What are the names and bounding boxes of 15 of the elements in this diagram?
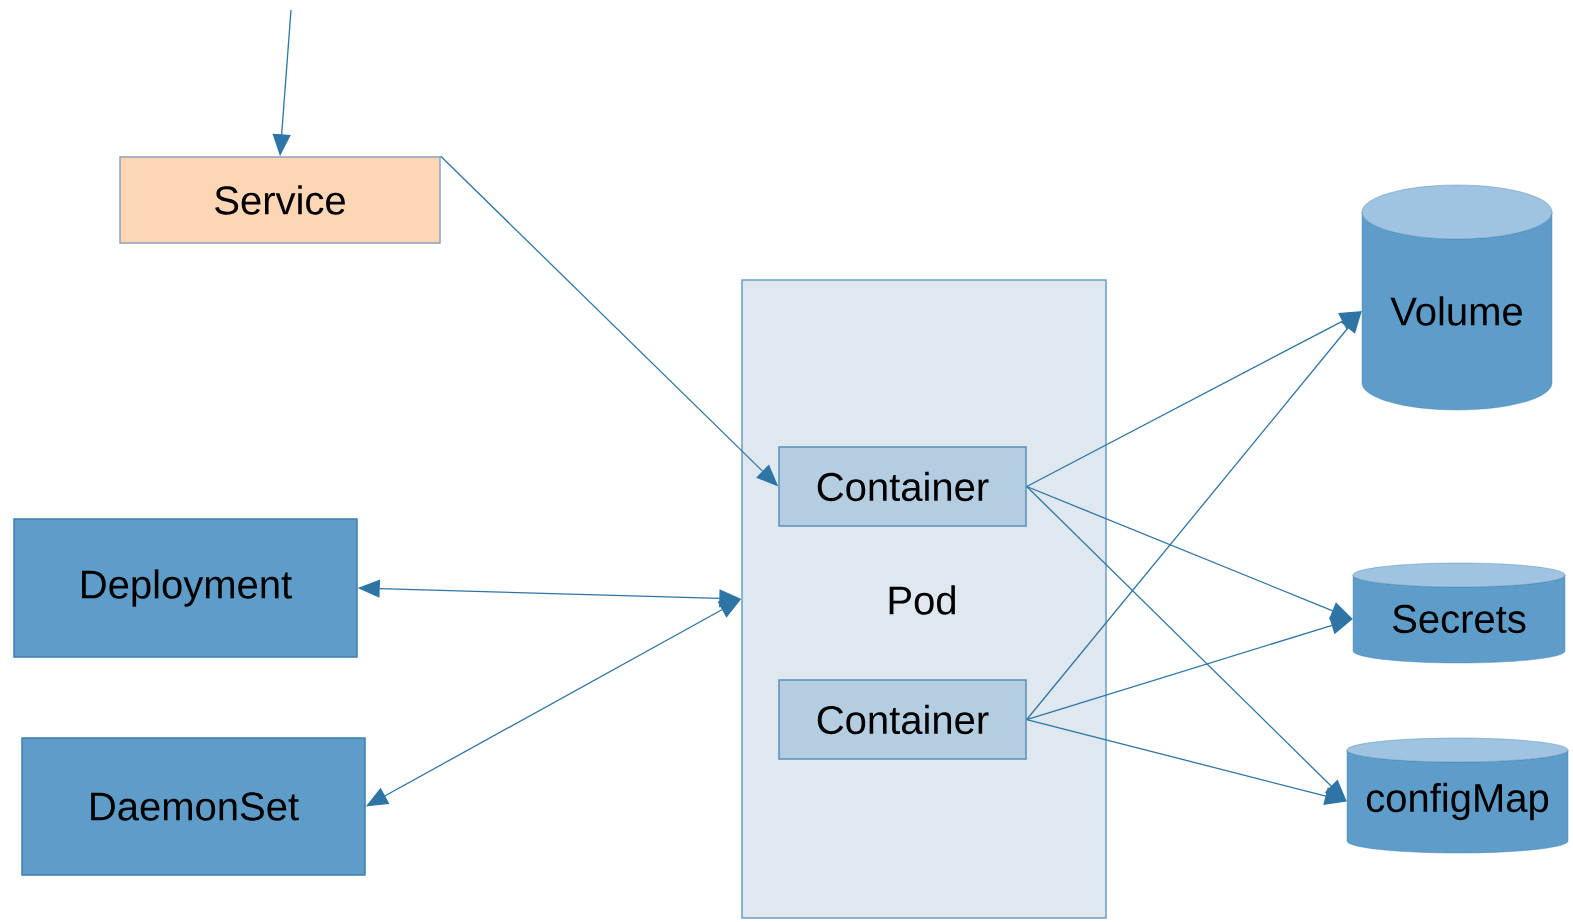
arrow (1026, 311, 1362, 721)
box-label: DaemonSet (91, 792, 299, 821)
box-label: Deployment (82, 569, 292, 607)
box-label: Container (817, 471, 989, 502)
service-box (119, 156, 441, 244)
controller-box (21, 737, 366, 876)
container-box (778, 679, 1027, 760)
controller-box (13, 518, 358, 658)
box-label: Container (817, 704, 989, 735)
storage-cylinder: Secrets (1352, 562, 1566, 664)
storage-cylinder: Volume (1361, 184, 1553, 411)
box-label: Service (215, 185, 345, 215)
storage-cylinder: configMap (1346, 737, 1569, 854)
container-box (778, 446, 1027, 527)
pod-label: Pod (889, 585, 955, 615)
